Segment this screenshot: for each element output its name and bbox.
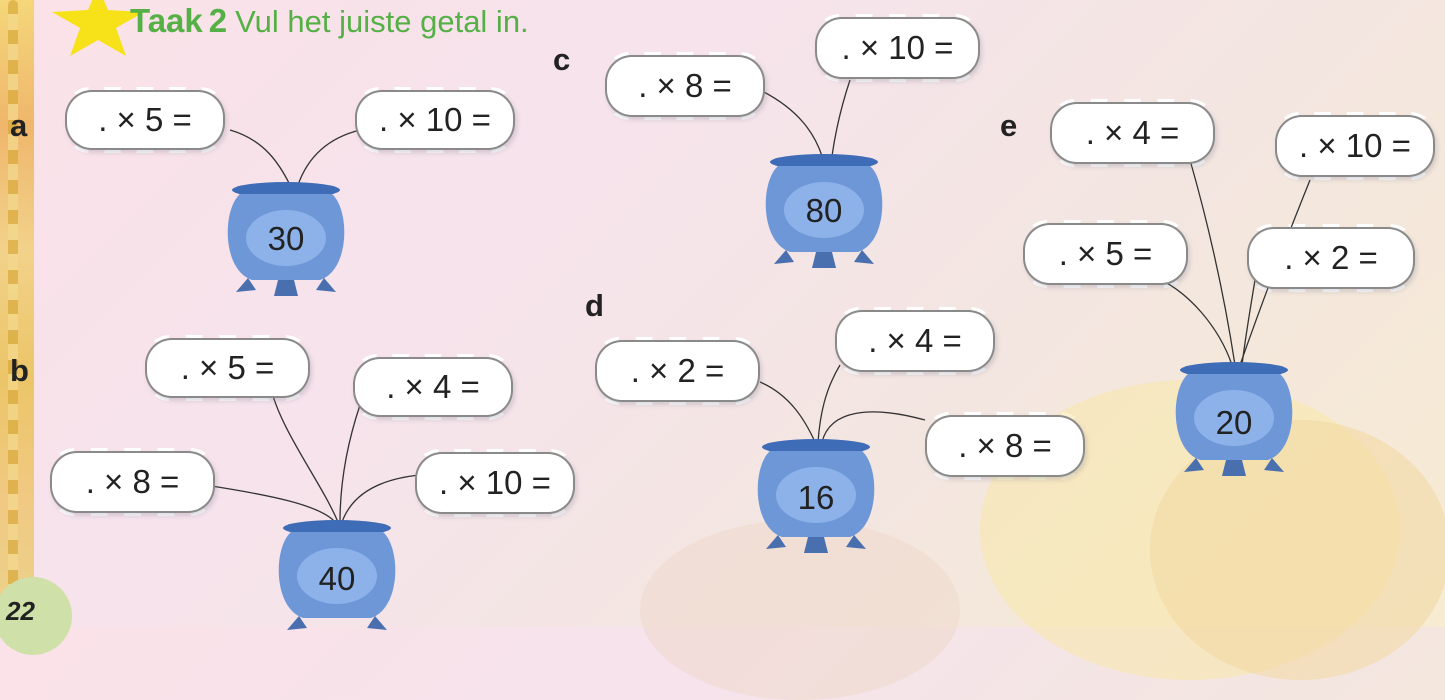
cloud-answer-field[interactable]: . × 5 = [1022, 220, 1189, 288]
cloud-answer-field[interactable]: . × 10 = [1274, 112, 1436, 180]
cloud-answer-field[interactable]: . × 8 = [924, 412, 1086, 480]
pot-e: 20 [1170, 360, 1298, 478]
pot-value: 30 [267, 220, 305, 257]
pot-icon [278, 520, 396, 630]
pot-icon [765, 154, 883, 268]
task-instruction: Vul het juiste getal in. [235, 4, 529, 39]
cloud-answer-field[interactable]: . × 10 = [814, 14, 981, 82]
exercise-letter-a: a [10, 108, 28, 143]
connector-lines [204, 79, 1311, 523]
cloud-answer-field[interactable]: . × 4 = [352, 354, 514, 420]
cloud-answer-field[interactable]: . × 10 = [354, 87, 516, 153]
exercise-letter-c: c [553, 42, 571, 77]
pot-value: 80 [805, 192, 843, 229]
cloud-answer-field[interactable]: . × 8 = [49, 448, 216, 516]
pot-a: 30 [222, 180, 350, 298]
pot-d: 16 [752, 437, 880, 555]
pot-icon [227, 182, 345, 296]
pot-value: 20 [1215, 404, 1253, 441]
task-number: 2 [208, 2, 228, 39]
decorative-border [0, 0, 34, 627]
cloud-answer-field[interactable]: . × 2 = [594, 337, 761, 405]
pot-icon [757, 439, 875, 553]
pot-c: 80 [760, 152, 888, 270]
cloud-answer-field[interactable]: . × 8 = [604, 52, 766, 120]
pot-value: 16 [797, 479, 835, 516]
exercise-letter-b: b [10, 353, 29, 388]
pot-value: 40 [318, 560, 356, 597]
star-icon [52, 0, 144, 56]
cloud-answer-field[interactable]: . × 10 = [414, 449, 576, 517]
cloud-answer-field[interactable]: . × 4 = [1049, 99, 1216, 167]
task-word: Taak [130, 2, 203, 39]
pot-b: 40 [273, 518, 401, 630]
exercise-letter-e: e [1000, 108, 1018, 143]
cloud-answer-field[interactable]: . × 4 = [834, 307, 996, 375]
cloud-answer-field[interactable]: . × 2 = [1246, 224, 1416, 292]
exercise-letter-d: d [585, 288, 604, 323]
page-number: 22 [6, 596, 35, 626]
cloud-answer-field[interactable]: . × 5 = [64, 87, 226, 153]
pot-icon [1175, 362, 1293, 476]
cloud-answer-field[interactable]: . × 5 = [144, 335, 311, 401]
